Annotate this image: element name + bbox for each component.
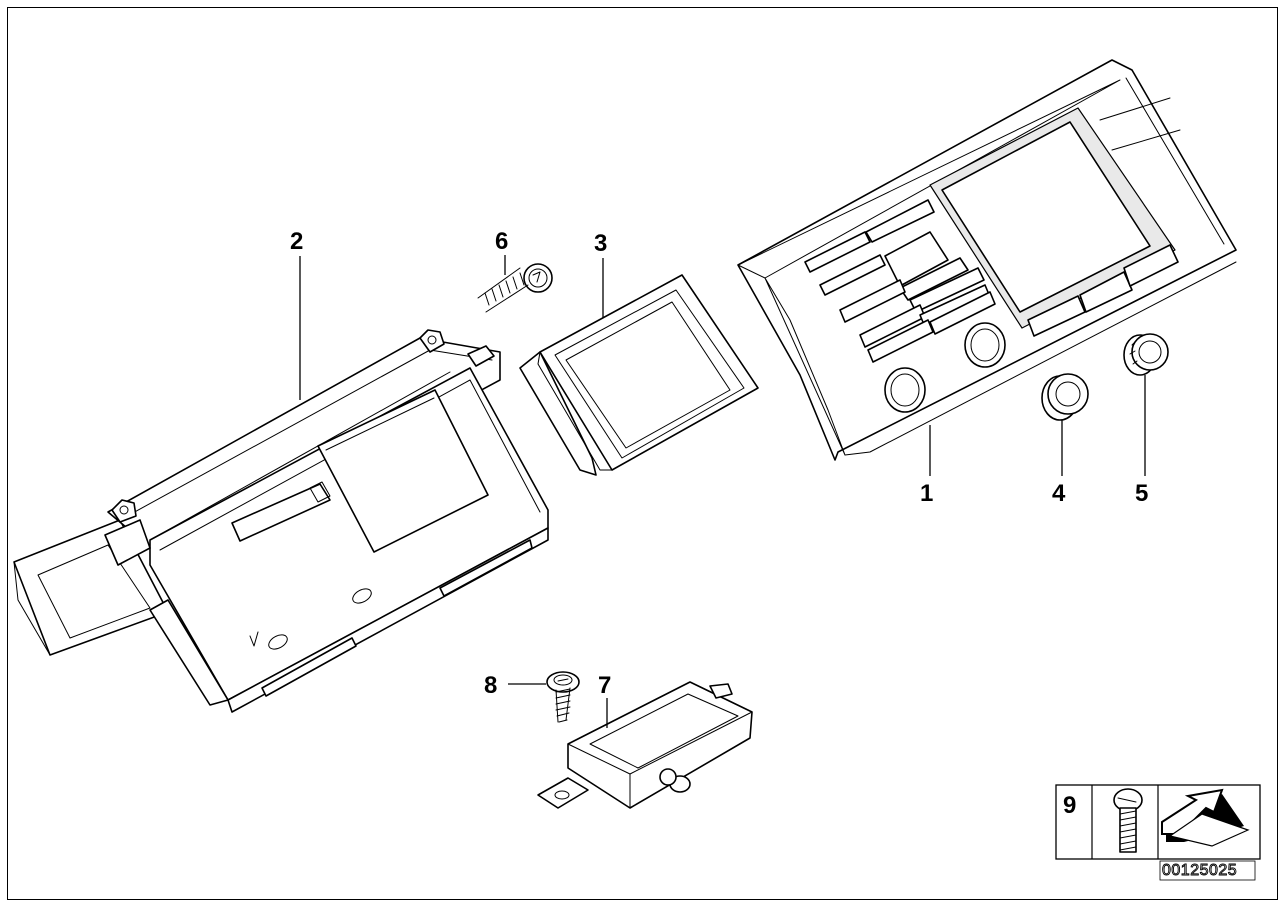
callout-5: 5 <box>1135 480 1148 507</box>
callout-7: 7 <box>598 672 611 699</box>
callout-1: 1 <box>920 480 933 507</box>
dashboard-control-panel-icon <box>737 59 1237 461</box>
callout-2: 2 <box>290 228 303 255</box>
callout-8: 8 <box>484 672 497 699</box>
bolt-icon <box>1113 788 1143 853</box>
callout-6: 6 <box>495 228 508 255</box>
legend-box: 9 <box>1055 784 1261 860</box>
radio-housing-icon <box>13 329 549 713</box>
callout-4: 4 <box>1052 480 1066 507</box>
electronic-module-icon <box>537 681 753 809</box>
rotary-knob-icon <box>1123 333 1169 376</box>
rotary-knob-icon <box>1041 373 1089 421</box>
callout-9: 9 <box>1063 792 1076 819</box>
diagram-code: 00125025 <box>1162 862 1237 879</box>
screw-icon <box>546 671 580 723</box>
direction-arrow-icon <box>1161 788 1250 847</box>
callout-3: 3 <box>594 230 607 257</box>
diagram-frame <box>7 7 1278 900</box>
display-screen-icon <box>519 274 759 476</box>
screw-icon <box>477 263 553 313</box>
